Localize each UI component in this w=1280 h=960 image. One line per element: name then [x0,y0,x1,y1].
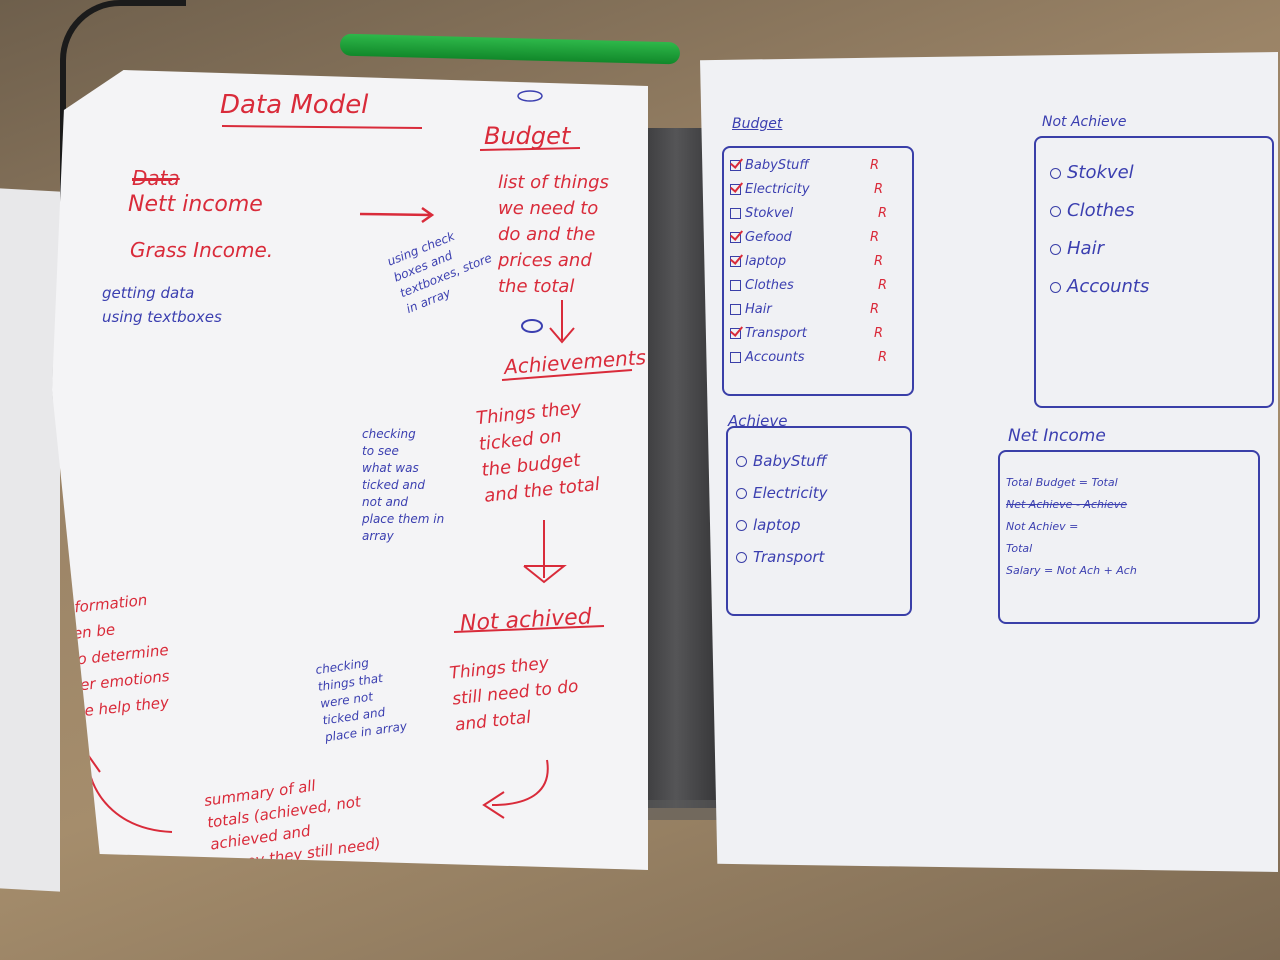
net-income-line: Salary = Not Ach + Ach [1006,564,1137,577]
data-model-title: Data Model [220,90,369,120]
budget-item-mark: R [870,302,880,317]
list-item: Clothes [1050,200,1149,238]
budget-item: Gefood R [730,230,906,254]
paper-scrap [0,188,60,892]
checking-note-2: checking things that were not ticked and… [314,655,408,745]
left-sheet: Data Model Data Nett income Grass Income… [52,70,648,870]
list-item-label: Hair [1067,238,1104,259]
circle-icon [736,552,747,563]
budget-box-title: Budget [732,116,783,132]
textbox-note-1: getting data [102,284,195,302]
budget-item: Clothes R [730,278,906,302]
cable [60,0,186,236]
list-item: Hair [1050,238,1149,276]
list-item: laptop [736,516,828,548]
not-achieved-description: Things they still need to do and total [448,653,580,736]
net-income-line: Net Achieve - Achieve [1006,498,1128,511]
checkbox-icon [730,184,741,195]
list-item: Accounts [1050,276,1149,314]
budget-item-label: laptop [745,254,787,269]
budget-item-label: Gefood [745,230,792,245]
budget-item-mark: R [870,230,880,245]
net-income-line: Total [1006,542,1033,555]
list-item-label: Clothes [1067,200,1135,221]
budget-item-label: Accounts [745,350,805,365]
circle-icon [1050,205,1061,217]
budget-item: BabyStuff R [730,158,906,182]
net-income-line: Total Budget = Total [1006,476,1118,489]
checkbox-icon [730,352,741,363]
budget-item: Electricity R [730,182,906,206]
list-item-label: Accounts [1067,276,1150,297]
circle-icon [736,520,747,531]
checkbox-icon [730,280,741,291]
net-income-line: Not Achiev = [1006,520,1079,533]
circle-icon [736,456,747,467]
textbox-note-2: using textboxes [102,308,222,326]
list-item-label: BabyStuff [753,452,827,470]
budget-item: Stokvel R [730,206,906,230]
budget-item-label: Transport [745,326,807,341]
budget-item-mark: R [878,278,888,293]
circle-icon [1050,243,1061,255]
budget-item: Accounts R [730,350,906,374]
budget-item: Hair R [730,302,906,326]
gross-income-label: Grass Income. [130,238,274,262]
net-income-label: Nett income [128,192,263,217]
budget-item-label: Electricity [745,182,810,197]
list-item: Electricity [736,484,828,516]
checkbox-icon [730,208,741,219]
budget-item-mark: R [874,254,884,269]
checkbox-icon [730,232,741,243]
laptop-shadow [630,800,740,820]
budget-item-label: Clothes [745,278,794,293]
checkbox-icon [730,256,741,267]
list-item: Transport [736,548,828,580]
achieve-box-title: Achieve [728,412,788,430]
circle-icon [1050,281,1061,293]
budget-item-mark: R [874,182,884,197]
checkbox-icon [730,160,741,171]
checkbox-icon [730,328,741,339]
circle-icon [736,488,747,499]
budget-item-mark: R [870,158,880,173]
budget-item-mark: R [878,206,888,221]
checking-note: checking to see what was ticked and not … [362,427,445,543]
list-item-label: Electricity [753,484,828,502]
budget-item-mark: R [874,326,884,341]
budget-item-label: Hair [745,302,772,317]
circle-icon [1050,167,1061,179]
budget-item-label: Stokvel [745,206,794,221]
list-item-label: Transport [753,548,825,566]
budget-item: Transport R [730,326,906,350]
budget-item-mark: R [878,350,888,365]
list-item-label: Stokvel [1067,162,1134,183]
list-item: BabyStuff [736,452,828,484]
checkbox-icon [730,304,741,315]
crossed-word: Data [132,166,180,190]
net-income-box-title: Net Income [1008,426,1106,446]
achievements-description: Things they ticked on the budget and the… [475,397,601,507]
list-item: Stokvel [1050,162,1149,200]
budget-item-label: BabyStuff [745,158,809,173]
budget-description: list of things we need to do and the pri… [498,172,609,297]
budget-item: laptop R [730,254,906,278]
list-item-label: laptop [753,516,801,534]
not-achieve-box-title: Not Achieve [1042,114,1127,130]
budget-heading: Budget [484,122,571,150]
